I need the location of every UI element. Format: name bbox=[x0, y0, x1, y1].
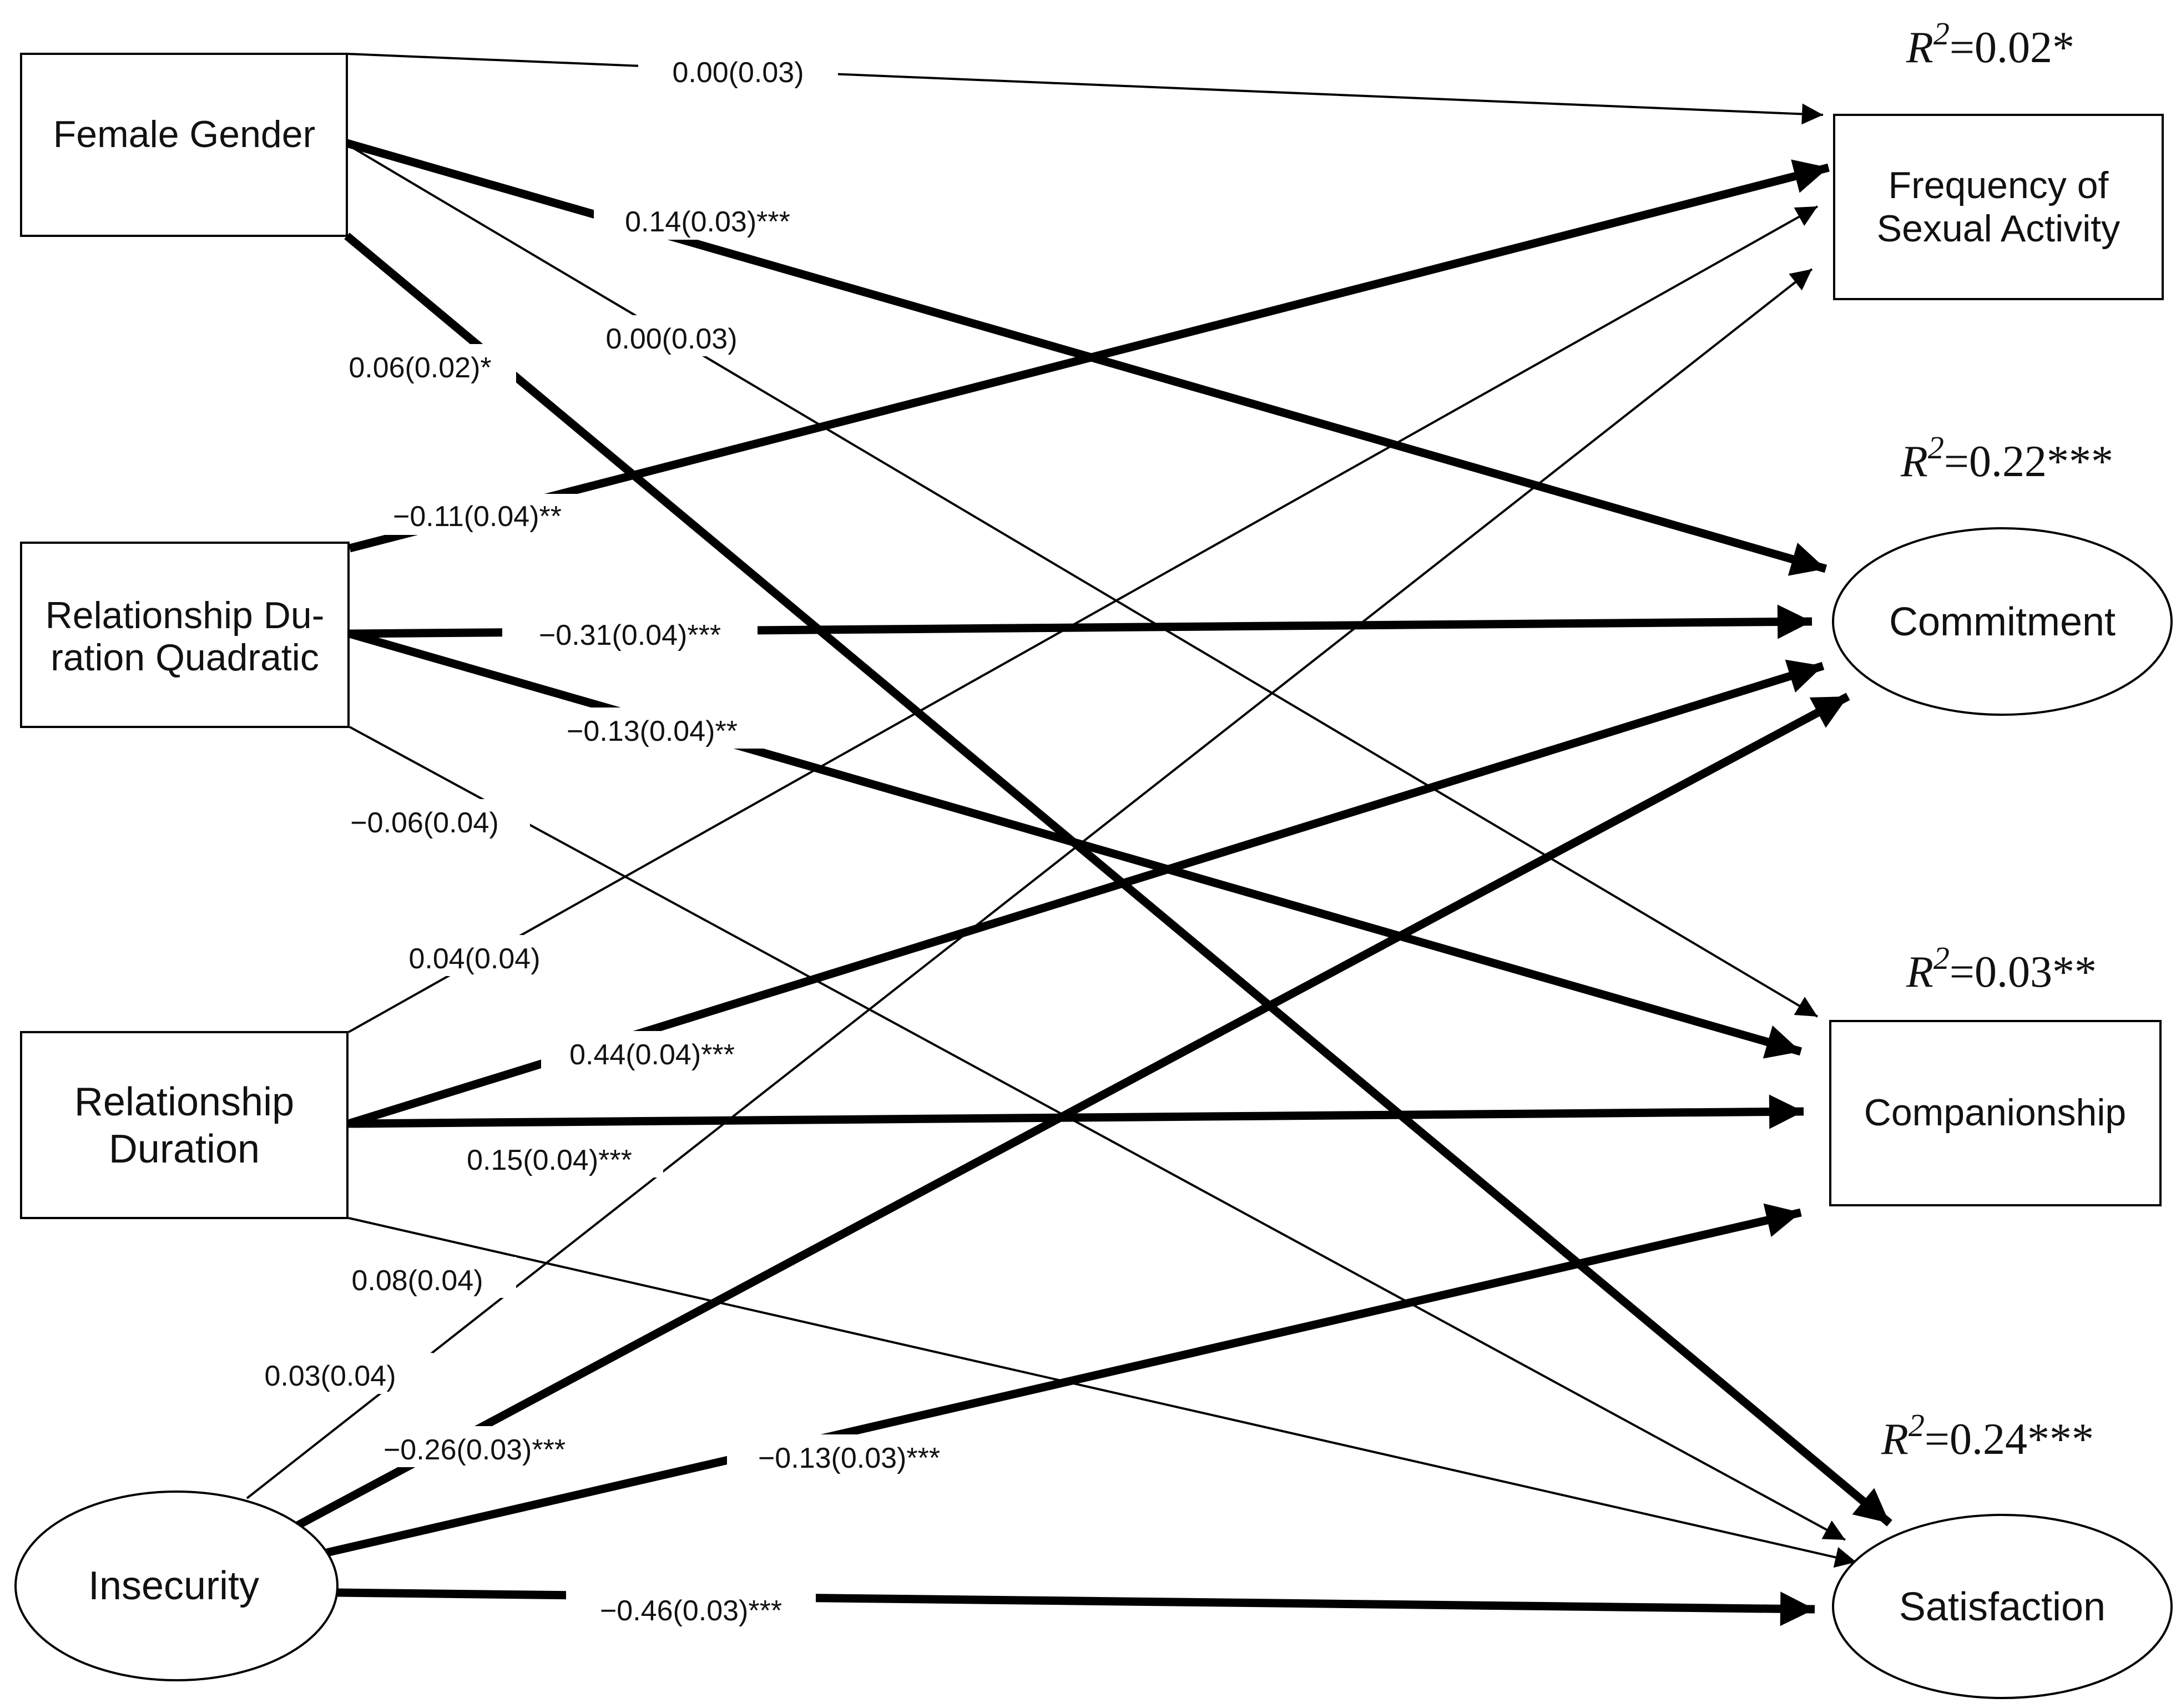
coef-rdq-sat-text: −0.06(0.04) bbox=[350, 807, 498, 839]
r2-commitment-text: R2=0.22*** bbox=[1900, 429, 2113, 486]
node-satisfaction-label: Satisfaction bbox=[1899, 1585, 2106, 1629]
r2-frequency: R2=0.02* bbox=[1906, 16, 2074, 72]
coef-rdq-freq-text: −0.11(0.04)** bbox=[393, 501, 562, 533]
coef-ins-comp: −0.13(0.03)*** bbox=[727, 1434, 971, 1475]
coef-rdq-commit: −0.31(0.04)*** bbox=[502, 612, 758, 653]
coef-ins-freq: 0.03(0.04) bbox=[241, 1353, 433, 1394]
r2-symbol: R bbox=[1881, 1415, 1909, 1464]
node-rdq-label-line1: Relationship Du- bbox=[46, 594, 325, 636]
node-insecurity: Insecurity bbox=[14, 1490, 339, 1681]
r2-satisfaction-text: R2=0.24*** bbox=[1881, 1407, 2094, 1464]
path-line-rd-comp bbox=[348, 1094, 1804, 1129]
coef-fg-freq: 0.00(0.03) bbox=[638, 49, 838, 90]
coef-rdq-freq: −0.11(0.04)** bbox=[360, 494, 595, 535]
coef-rdq-comp-text: −0.13(0.04)** bbox=[567, 715, 738, 747]
coef-rd-freq-text: 0.04(0.04) bbox=[408, 943, 540, 975]
node-satisfaction: Satisfaction bbox=[1832, 1514, 2173, 1699]
path-line-fg-comp bbox=[346, 143, 1819, 1018]
coef-rd-sat-text: 0.08(0.04) bbox=[351, 1265, 483, 1297]
node-relationship-duration-quadratic: Relationship Du- ration Quadratic bbox=[20, 542, 350, 728]
node-rdq-label-line2: ration Quadratic bbox=[51, 636, 319, 679]
path-coefficients: 0.00(0.03) 0.14(0.03)*** 0.00(0.03) 0.06… bbox=[241, 49, 971, 1628]
r2-frequency-value: =0.02* bbox=[1950, 23, 2074, 72]
coef-rdq-comp: −0.13(0.04)** bbox=[536, 708, 769, 749]
coef-fg-commit: 0.14(0.03)*** bbox=[594, 199, 821, 240]
coef-ins-sat-text: −0.46(0.03)*** bbox=[600, 1595, 782, 1627]
path-line-ins-freq bbox=[246, 268, 1813, 1499]
path-line-fg-freq bbox=[346, 53, 1824, 125]
coef-rd-sat: 0.08(0.04) bbox=[325, 1257, 516, 1298]
coef-fg-sat: 0.06(0.02)* bbox=[325, 344, 516, 385]
r2-exponent: 2 bbox=[1909, 1407, 1925, 1443]
node-relationship-duration: Relationship Duration bbox=[20, 1031, 349, 1219]
node-commitment: Commitment bbox=[1832, 527, 2173, 716]
coef-ins-comp-text: −0.13(0.03)*** bbox=[758, 1442, 940, 1474]
coef-ins-commit: −0.26(0.03)*** bbox=[355, 1426, 594, 1467]
node-companionship-label: Companionship bbox=[1864, 1091, 2127, 1134]
r2-commitment-value: =0.22*** bbox=[1944, 437, 2113, 486]
coef-rdq-commit-text: −0.31(0.04)*** bbox=[539, 619, 721, 651]
r2-exponent: 2 bbox=[1933, 940, 1950, 976]
r2-satisfaction-value: =0.24*** bbox=[1925, 1415, 2094, 1464]
coef-rd-comp-text: 0.15(0.04)*** bbox=[467, 1144, 632, 1176]
path-line-rd-freq bbox=[348, 205, 1818, 1033]
coef-fg-sat-text: 0.06(0.02)* bbox=[349, 352, 491, 384]
coef-rdq-sat: −0.06(0.04) bbox=[325, 799, 530, 840]
coef-rd-commit-text: 0.44(0.04)*** bbox=[569, 1039, 735, 1071]
node-companionship: Companionship bbox=[1829, 1020, 2162, 1206]
path-line-rdq-freq bbox=[349, 159, 1830, 553]
coef-rd-commit: 0.44(0.04)*** bbox=[541, 1031, 763, 1072]
coef-fg-comp-text: 0.00(0.03) bbox=[605, 323, 737, 355]
r2-commitment: R2=0.22*** bbox=[1900, 429, 2113, 486]
node-female-gender: Female Gender bbox=[20, 53, 348, 237]
r2-companionship-text: R2=0.03** bbox=[1906, 940, 2097, 997]
coef-ins-freq-text: 0.03(0.04) bbox=[264, 1360, 396, 1392]
node-commitment-label: Commitment bbox=[1889, 600, 2116, 644]
coef-rd-freq: 0.04(0.04) bbox=[383, 935, 574, 976]
node-rd-label-line2: Duration bbox=[109, 1127, 260, 1171]
r2-exponent: 2 bbox=[1933, 16, 1950, 52]
r2-companionship-value: =0.03** bbox=[1950, 948, 2097, 997]
r2-symbol: R bbox=[1900, 437, 1928, 486]
node-frequency-sexual-activity: Frequency of Sexual Activity bbox=[1833, 114, 2164, 300]
coef-ins-commit-text: −0.26(0.03)*** bbox=[383, 1434, 566, 1466]
node-rd-label-line1: Relationship bbox=[74, 1080, 294, 1124]
node-freq-label-line2: Sexual Activity bbox=[1877, 208, 2120, 250]
path-line-rd-sat bbox=[348, 1217, 1857, 1568]
path-line-rdq-sat bbox=[349, 726, 1846, 1541]
coef-fg-comp: 0.00(0.03) bbox=[580, 315, 771, 356]
coef-rd-comp: 0.15(0.04)*** bbox=[438, 1136, 663, 1178]
path-line-fg-sat bbox=[344, 233, 1892, 1527]
node-female-gender-label: Female Gender bbox=[53, 113, 315, 155]
r2-frequency-text: R2=0.02* bbox=[1906, 16, 2074, 72]
r2-symbol: R bbox=[1906, 948, 1933, 997]
coef-fg-freq-text: 0.00(0.03) bbox=[672, 57, 804, 89]
r2-symbol: R bbox=[1906, 23, 1933, 72]
node-freq-label-line1: Frequency of bbox=[1889, 164, 2109, 206]
path-line-ins-comp bbox=[321, 1203, 1802, 1558]
r2-exponent: 2 bbox=[1928, 429, 1944, 466]
coef-ins-sat: −0.46(0.03)*** bbox=[566, 1587, 816, 1628]
r2-companionship: R2=0.03** bbox=[1906, 940, 2097, 997]
path-line-rdq-comp bbox=[348, 629, 1803, 1059]
coef-fg-commit-text: 0.14(0.03)*** bbox=[625, 206, 790, 238]
node-insecurity-label: Insecurity bbox=[88, 1564, 259, 1608]
path-line-ins-sat bbox=[335, 1588, 1815, 1626]
r2-satisfaction: R2=0.24*** bbox=[1881, 1407, 2094, 1464]
path-line-ins-commit bbox=[289, 693, 1850, 1533]
